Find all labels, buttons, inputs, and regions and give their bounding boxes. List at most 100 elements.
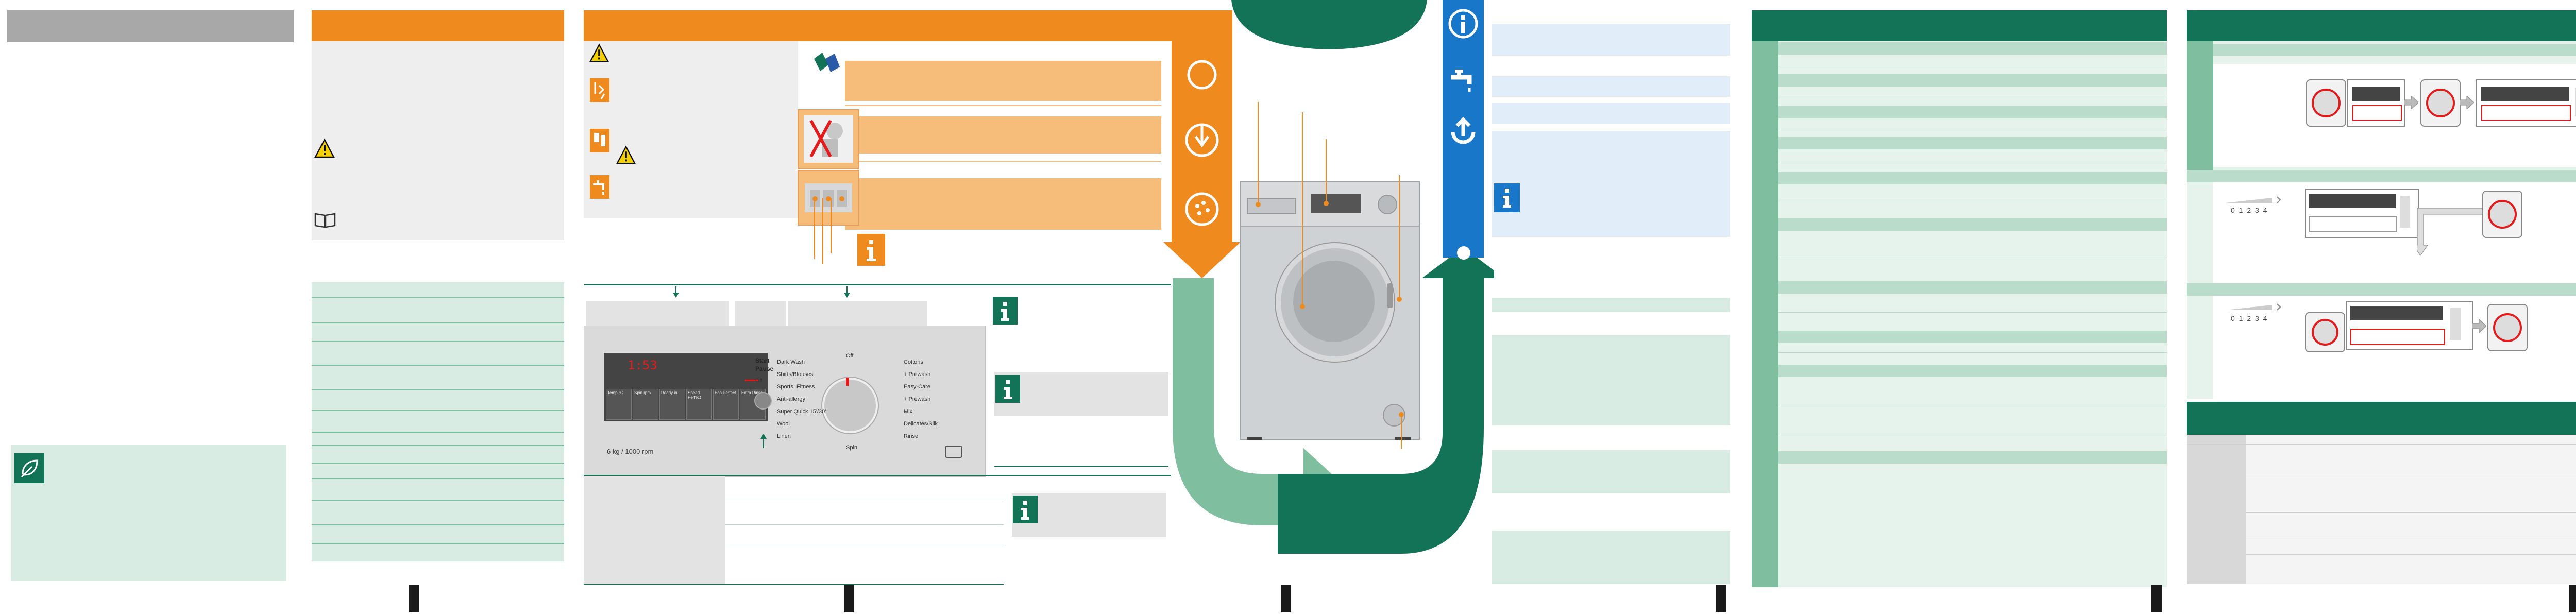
pointer-arrow-1 [672, 286, 680, 301]
programme-anti-allergy: Anti-allergy [777, 396, 806, 402]
p5-row-4 [1778, 137, 2167, 149]
programme-delicates: Delicates/Silk [904, 421, 938, 427]
page5-header-bar [1752, 10, 2167, 41]
right-programme-list: Cottons + Prewash Easy-Care + Prewash Mi… [904, 356, 938, 442]
callout-drawer-dot [1256, 202, 1261, 207]
callout-handle [1399, 175, 1400, 299]
page4b-marker [1716, 585, 1726, 612]
eco-perfect-button-label: Eco Perfect [715, 390, 736, 395]
water-tap-icon [1447, 65, 1480, 100]
p5-row-7 [1778, 281, 2167, 294]
warning-triangle-icon [616, 145, 636, 167]
machine-display [1311, 194, 1361, 213]
callout-handle-dot [1397, 297, 1402, 302]
extra-rinse-button-label: Extra Rinse [741, 390, 763, 395]
door-glass [1293, 261, 1375, 342]
arrow-right-icon [2403, 95, 2419, 112]
display-strip [2309, 194, 2396, 208]
page2-marker [409, 585, 419, 612]
top-off-label: Off [846, 353, 854, 359]
info-icon [1494, 183, 1520, 212]
pointer-arrow-up [759, 434, 768, 451]
page3-header-bar [584, 10, 1210, 41]
speed-perfect-button-label: Speed Perfect [688, 390, 701, 400]
display-illustration [2305, 189, 2419, 238]
callout-door [1302, 112, 1303, 307]
door-handle[interactable] [1387, 283, 1393, 308]
callout-pump-dot [1399, 412, 1404, 417]
page5-left-stripe [1752, 41, 1778, 587]
detergent-drawer[interactable] [1247, 198, 1296, 214]
info-icon [993, 297, 1018, 325]
info-note-box-1 [994, 372, 1168, 416]
speed-perfect-button[interactable]: Speed Perfect [686, 389, 712, 420]
legend-line-2 [725, 524, 1004, 525]
p5-row-5 [1778, 172, 2167, 184]
page4-marker [1281, 585, 1291, 612]
spin-button[interactable]: Spin rpm [633, 389, 658, 420]
display-illustration [2346, 301, 2473, 350]
machine-foot-right [1395, 437, 1411, 440]
display-illustration [2347, 79, 2405, 127]
start-pause-button[interactable] [754, 392, 772, 410]
page2-warning-box [312, 41, 564, 240]
p5-row-3 [1778, 106, 2167, 118]
page5-table [1752, 41, 2167, 587]
side-indicator [2400, 196, 2410, 228]
programme-dark-wash: Dark Wash [777, 359, 805, 365]
spin-button-label: Spin rpm [634, 390, 651, 395]
start-label: Start [755, 357, 770, 364]
detergent-drawer-image [798, 170, 859, 226]
info-note-box-2 [1012, 493, 1166, 537]
info-icon [1013, 496, 1038, 523]
p5-row-6 [1778, 218, 2167, 231]
step-band-line-2 [845, 161, 1161, 162]
programme-mix: Mix [904, 408, 913, 415]
notes-block-2 [1492, 335, 1730, 425]
dial-illustration [2305, 312, 2345, 352]
load-laundry-icon [1185, 65, 1219, 86]
p6-stripe-1 [2187, 41, 2213, 170]
page6-lower-header [2187, 402, 2576, 435]
legend-bottom-line [584, 584, 1004, 585]
side-indicator [2450, 308, 2461, 340]
button-strip [2309, 216, 2397, 232]
end-circle-icon [1457, 246, 1470, 260]
panel-label-box-2 [735, 301, 786, 326]
level-scale-2-labels: 0 1 2 3 4 [2231, 314, 2268, 322]
dial-illustration [2306, 79, 2346, 127]
eco-perfect-button[interactable]: Eco Perfect [713, 389, 739, 420]
programme-linen: Linen [777, 433, 791, 439]
programme-dial[interactable] [822, 378, 878, 433]
notes-block-3 [1492, 450, 1730, 493]
level-scale-1-labels: 0 1 2 3 4 [2231, 206, 2268, 214]
notes-block-4 [1492, 531, 1730, 584]
button-strip [2481, 105, 2571, 121]
page3-safety-box [584, 41, 798, 218]
spin-label: Spin [846, 445, 858, 451]
capacity-label: 6 kg / 1000 rpm [607, 448, 654, 455]
temp-button[interactable]: Temp °C [606, 389, 632, 420]
programme-super-quick: Super Quick 15'/30' [777, 408, 826, 415]
panel-label-box-3 [788, 301, 927, 326]
arrow-right-icon [2471, 318, 2487, 335]
info-icon [857, 234, 885, 266]
p6-grey-stripe-2 [2187, 296, 2213, 399]
machine-knob[interactable] [1378, 195, 1397, 214]
panel-bottom-line [584, 475, 1171, 476]
callout-drawer [1258, 102, 1259, 205]
callout-pump [1401, 417, 1402, 449]
button-strip [2350, 329, 2445, 345]
p5-row-8 [1778, 331, 2167, 343]
detergent-check-image [798, 109, 859, 169]
info-icon [995, 375, 1020, 403]
info-note-line [994, 466, 1168, 467]
programme-easy-care: Easy-Care [904, 384, 930, 390]
control-panel: 1:53 Temp °C Spin rpm Ready in Speed Per… [584, 326, 986, 477]
button-row: Temp °C Spin rpm Ready in Speed Perfect … [604, 387, 768, 421]
callout-display [1326, 139, 1327, 203]
ready-in-button[interactable]: Ready in [659, 389, 685, 420]
notes-block-1 [1492, 298, 1730, 312]
pointer-arrow-2 [843, 286, 851, 301]
step-band-line-1 [845, 105, 1161, 106]
